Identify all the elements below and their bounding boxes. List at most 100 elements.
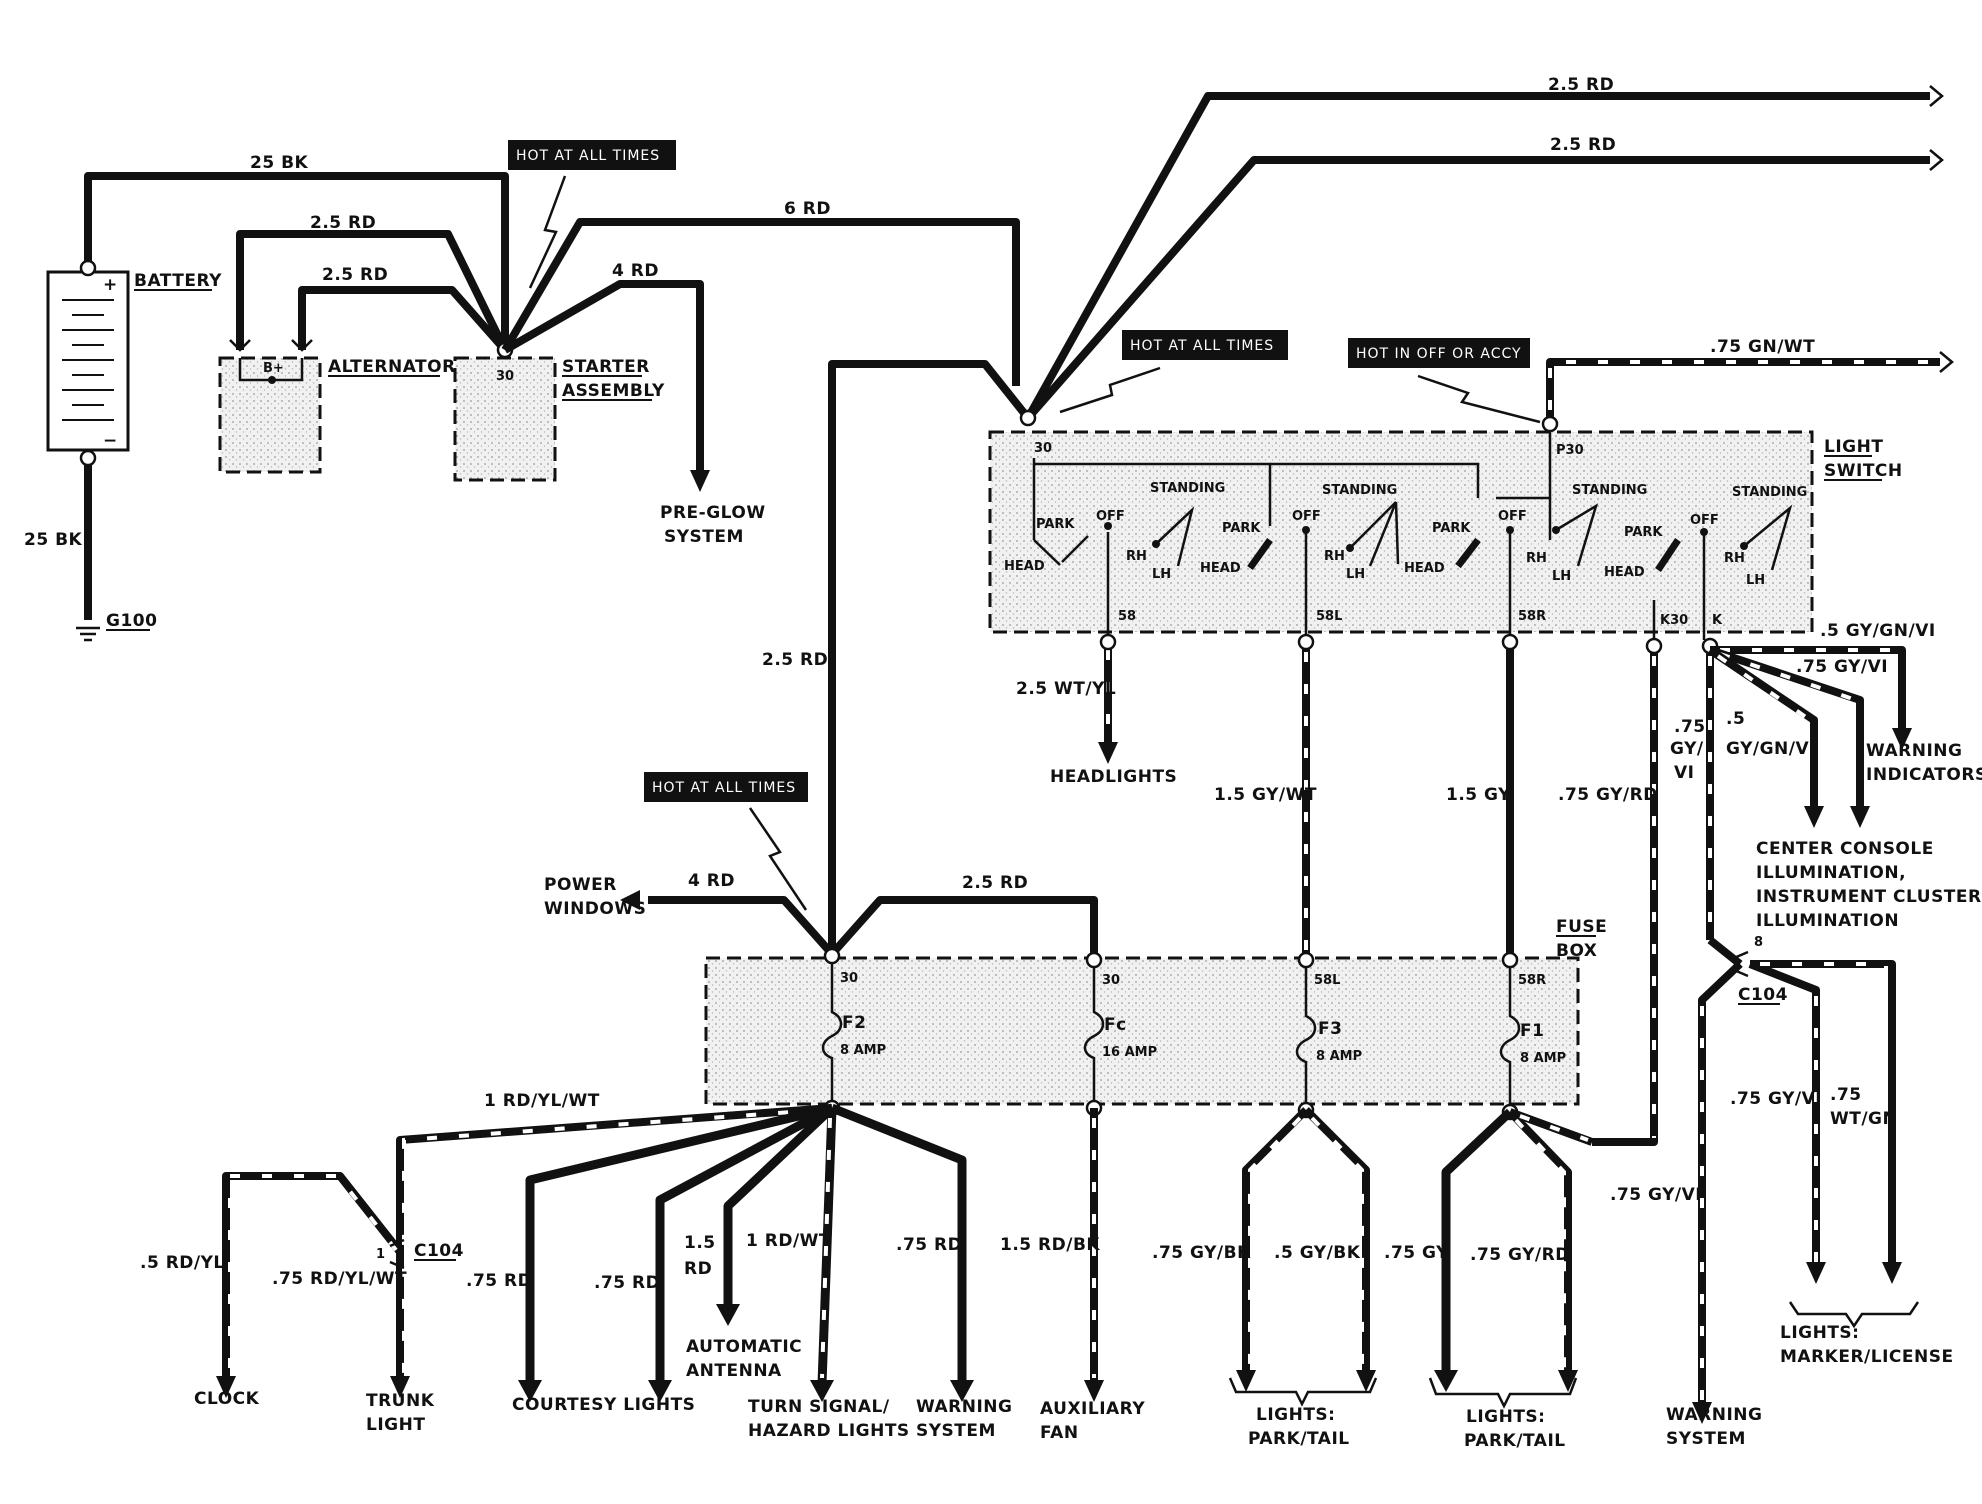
wire-label-power-windows: 4 RD [688, 871, 735, 891]
c104-b-label: C104 [1738, 985, 1788, 1005]
svg-text:HEAD: HEAD [1404, 561, 1445, 576]
wire-label-warning-sys: .75 RD [896, 1235, 962, 1255]
switch-group-2: PARK OFF STANDING HEAD RH LH [1200, 483, 1400, 590]
hot-tag-accy-text: HOT IN OFF OR ACCY [1356, 346, 1522, 362]
wire-label-marker-a: .75 GY/VI [1730, 1089, 1822, 1109]
plus-icon: + [103, 275, 118, 295]
preglow-label-2: SYSTEM [664, 527, 744, 547]
hot-tag-switch-text: HOT AT ALL TIMES [1130, 338, 1274, 354]
minus-icon: − [103, 431, 118, 451]
lightning-icon-2 [1059, 366, 1161, 414]
starter-terminal-label: 30 [496, 369, 514, 384]
wire-label-k-out-3b: GY/GN/VI [1726, 739, 1816, 759]
fuse-fc-amp: 16 AMP [1102, 1045, 1157, 1060]
battery-label: BATTERY [134, 271, 222, 291]
wire-label-aux-fan: 1.5 RD/BK [1000, 1235, 1100, 1255]
lightning-icon-4 [748, 807, 808, 911]
switch-group-3: PARK OFF STANDING HEAD RH LH [1404, 483, 1647, 590]
wire-label-courtesy-2: .75 RD [594, 1273, 660, 1293]
hot-tag-starter [508, 140, 676, 170]
marker-label-2: MARKER/LICENSE [1780, 1347, 1954, 1367]
wire-label-top-2: 2.5 RD [1550, 135, 1616, 155]
hot-tag-fuse-text: HOT AT ALL TIMES [652, 780, 796, 796]
wire-label-alt-2: 2.5 RD [322, 265, 388, 285]
console-label-4: ILLUMINATION [1756, 911, 1899, 931]
fuse-f3-amp: 8 AMP [1316, 1049, 1362, 1064]
aux-label-1: AUXILIARY [1040, 1399, 1145, 1419]
wire-label-park2-a: .75 GY [1384, 1243, 1449, 1263]
hot-tag-fuse [644, 772, 808, 802]
hot-tag-switch [1122, 330, 1288, 360]
svg-text:RH: RH [1324, 549, 1345, 564]
svg-text:OFF: OFF [1096, 509, 1125, 524]
power-windows-label-2: WINDOWS [544, 899, 646, 919]
svg-text:OFF: OFF [1498, 509, 1527, 524]
svg-text:STANDING: STANDING [1572, 483, 1647, 498]
wire-label-f2-out: 1 RD/YL/WT [484, 1091, 600, 1111]
aux-label-2: FAN [1040, 1423, 1079, 1443]
wire-label-k-3: VI [1674, 763, 1694, 783]
switch-p30: P30 [1556, 443, 1584, 458]
fuse-f2-amp: 8 AMP [840, 1043, 886, 1058]
svg-text:LH: LH [1346, 567, 1365, 582]
lightning-icon [528, 175, 567, 289]
warning2-label-2: SYSTEM [1666, 1429, 1746, 1449]
hot-tag-accy [1348, 338, 1530, 368]
svg-text:RH: RH [1526, 551, 1547, 566]
c104-a-label: C104 [414, 1241, 464, 1261]
fuse-t30b: 30 [1102, 973, 1120, 988]
wire-label-fc-feed: 2.5 RD [962, 873, 1028, 893]
lightning-icon-3 [1417, 374, 1541, 424]
wire-label-antenna-1: 1.5 [684, 1233, 716, 1253]
wire-label-park1-b: .5 GY/BK [1274, 1243, 1361, 1263]
fuse-t58r: 58R [1518, 973, 1546, 988]
switch-group-4: PARK OFF STANDING HEAD RH LH [1604, 485, 1807, 594]
park2-label-2: PARK/TAIL [1464, 1431, 1566, 1451]
wire-label-headlights: 2.5 WT/YL [1016, 679, 1116, 699]
console-label-1: CENTER CONSOLE [1756, 839, 1934, 859]
console-label-2: ILLUMINATION, [1756, 863, 1906, 883]
svg-text:PARK: PARK [1624, 525, 1663, 540]
battery: + − [46, 270, 130, 452]
wire-label-58r: 1.5 GY [1446, 785, 1511, 805]
svg-text:STANDING: STANDING [1150, 481, 1225, 496]
switch-k: K [1712, 613, 1723, 628]
clock-label: CLOCK [194, 1389, 260, 1409]
marker-label-1: LIGHTS: [1780, 1323, 1859, 1343]
light-switch-label-2: SWITCH [1824, 461, 1903, 481]
wire-label-courtesy-1: .75 RD [466, 1271, 532, 1291]
wire-label-park2-b: .75 GY/RD [1470, 1245, 1570, 1265]
wire-label-k-2: GY/ [1670, 739, 1704, 759]
fuse-t30: 30 [840, 971, 858, 986]
headlights-label: HEADLIGHTS [1050, 767, 1177, 787]
light-switch-box [988, 430, 1814, 634]
hot-tag-starter-text: HOT AT ALL TIMES [516, 148, 660, 164]
trunk-label-1: TRUNK [366, 1391, 435, 1411]
switch-t58: 58 [1118, 609, 1136, 624]
park2-label-1: LIGHTS: [1466, 1407, 1545, 1427]
wire-label-bat-pos: 25 BK [250, 153, 309, 173]
wire-label-turn: 1 RD/WT [746, 1231, 831, 1251]
ground-label: G100 [106, 611, 157, 631]
svg-text:LH: LH [1746, 573, 1765, 588]
wire-label-marker-b1: .75 [1830, 1085, 1862, 1105]
fuse-f3: F3 [1318, 1019, 1342, 1039]
wire-label-park1-a: .75 GY/BK [1152, 1243, 1251, 1263]
fuse-box-label-2: BOX [1556, 941, 1597, 961]
wire-label-fuse-feed: 2.5 RD [762, 650, 828, 670]
wire-label-preglow: 4 RD [612, 261, 659, 281]
svg-text:HEAD: HEAD [1604, 565, 1645, 580]
wire-label-accy: .75 GN/WT [1710, 337, 1815, 357]
svg-text:STANDING: STANDING [1322, 483, 1397, 498]
wire-label-marker-b2: WT/GN [1830, 1109, 1897, 1129]
warning2-label-1: WARNING [1666, 1405, 1762, 1425]
svg-text:HEAD: HEAD [1004, 559, 1045, 574]
turn-label-2: HAZARD LIGHTS [748, 1421, 910, 1441]
svg-text:PARK: PARK [1432, 521, 1471, 536]
fuse-f1-amp: 8 AMP [1520, 1051, 1566, 1066]
warning-label-2: SYSTEM [916, 1421, 996, 1441]
starter-label-1: STARTER [562, 357, 650, 377]
wire-label-k-out-2: .75 GY/VI [1796, 657, 1888, 677]
antenna-label-1: AUTOMATIC [686, 1337, 802, 1357]
